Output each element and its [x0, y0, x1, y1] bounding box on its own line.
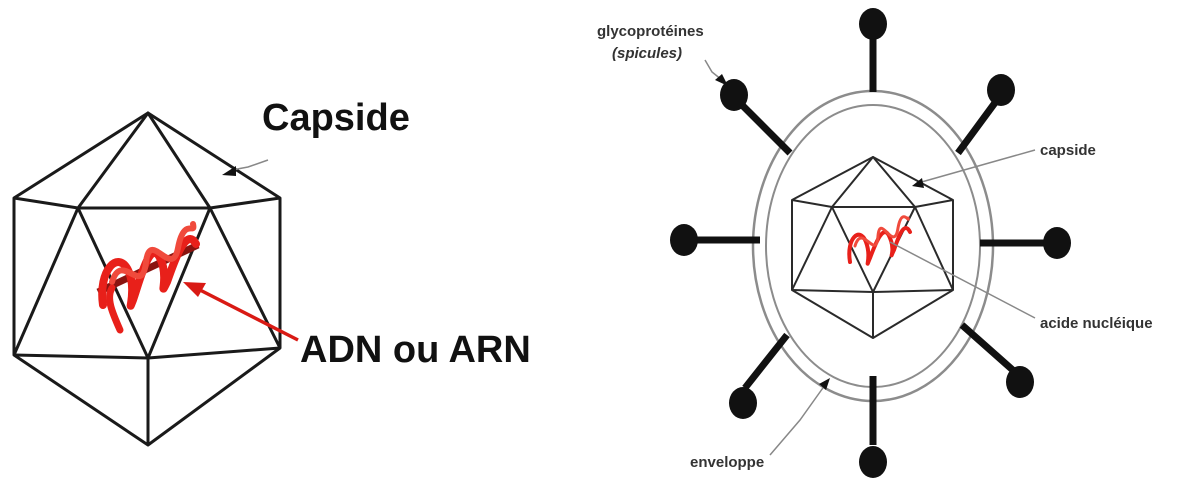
spike-bottom-right [962, 325, 1034, 398]
icosahedral-capsid [14, 113, 280, 445]
spike-top-left [720, 79, 790, 153]
capsid-leader-right [912, 150, 1035, 188]
spike-left [670, 224, 760, 256]
envelope-label: enveloppe [690, 454, 764, 471]
spike-top-right [958, 74, 1015, 153]
nucleic-acid-leader [890, 242, 1035, 318]
nucleic-acid-label: acide nucléique [1040, 315, 1153, 332]
envelope-leader [770, 378, 830, 455]
spike-leader [705, 60, 728, 86]
spike-top [859, 8, 887, 92]
nucleic-acid-helix [849, 217, 910, 264]
naked-virus-diagram: Capside ADN ou ARN [14, 97, 531, 445]
capsid-label: Capside [262, 97, 410, 139]
spicules-label: (spicules) [612, 45, 682, 62]
spike-bottom [859, 376, 887, 478]
capside-label-right: capside [1040, 142, 1096, 159]
spike-bottom-left [729, 335, 787, 419]
enveloped-virus-diagram: glycoprotéines (spicules) capside acide … [597, 8, 1153, 478]
capsid-leader [222, 160, 268, 176]
glycoproteins-label: glycoprotéines [597, 23, 704, 40]
genome-label: ADN ou ARN [300, 329, 531, 371]
